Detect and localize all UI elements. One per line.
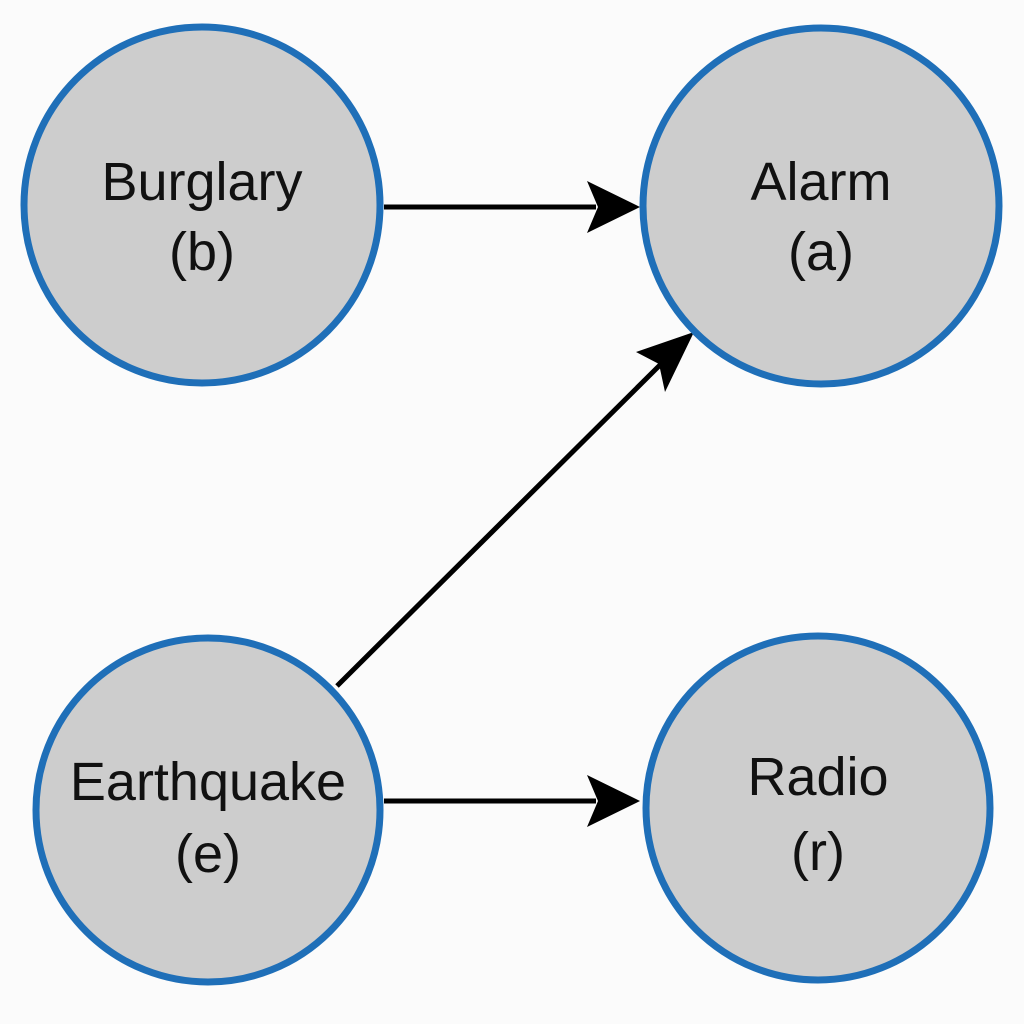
node-earthquake: Earthquake (e) [32,634,384,986]
node-name: Alarm [750,152,891,212]
edge-burglary-to-alarm [384,181,640,233]
node-name: Earthquake [70,752,346,812]
node-name: Burglary [101,152,302,212]
node-symbol: (b) [169,222,235,282]
node-name: Radio [747,747,888,807]
node-circle [642,632,994,984]
arrowhead-icon [587,181,640,233]
node-circle [32,634,384,986]
arrowhead-icon [636,332,694,392]
node-symbol: (a) [788,222,854,282]
node-symbol: (e) [175,824,241,884]
arrowhead-icon [587,775,640,827]
node-symbol: (r) [791,822,845,882]
edge-earthquake-to-alarm [335,332,694,688]
node-circle [20,23,384,387]
edges [335,181,694,827]
node-alarm: Alarm (a) [639,24,1003,388]
edge-line [335,361,664,688]
node-circle [639,24,1003,388]
node-burglary: Burglary (b) [20,23,384,387]
edge-earthquake-to-radio [384,775,640,827]
node-radio: Radio (r) [642,632,994,984]
